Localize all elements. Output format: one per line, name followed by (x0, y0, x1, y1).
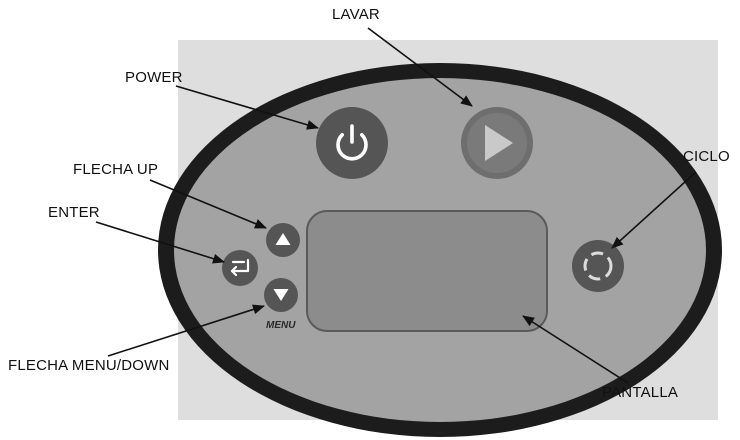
callout-arrows (95, 27, 697, 384)
triangle-up-icon (275, 233, 291, 245)
enter-return-icon (230, 258, 250, 277)
ciclo-button[interactable] (572, 240, 624, 292)
lcd-display (306, 210, 548, 332)
menu-down-button[interactable] (264, 278, 298, 312)
power-button[interactable] (316, 107, 388, 179)
label-power: POWER (125, 69, 183, 86)
triangle-down-icon (273, 289, 289, 301)
label-lavar: LAVAR (332, 6, 380, 23)
arrow-power (175, 85, 319, 130)
power-icon (336, 124, 368, 161)
label-ciclo: CICLO (683, 148, 730, 165)
enter-button[interactable] (222, 250, 258, 286)
arrow-pantalla (522, 315, 629, 384)
label-enter: ENTER (48, 204, 100, 221)
cycle-icon (583, 251, 613, 281)
lavar-button[interactable] (461, 107, 533, 179)
arrow-ciclo (611, 171, 697, 249)
arrow-enter (95, 221, 225, 264)
up-arrow-button[interactable] (266, 223, 300, 257)
label-pantalla: PANTALLA (602, 384, 679, 401)
arrow-lavar (367, 27, 473, 107)
arrow-menu-down (107, 304, 265, 357)
label-flecha-menu-down: FLECHA MENU/DOWN (8, 357, 170, 374)
label-flecha-up: FLECHA UP (73, 161, 159, 178)
play-icon (485, 125, 513, 161)
menu-caption: MENU (266, 320, 296, 331)
arrow-flecha-up (149, 179, 267, 229)
